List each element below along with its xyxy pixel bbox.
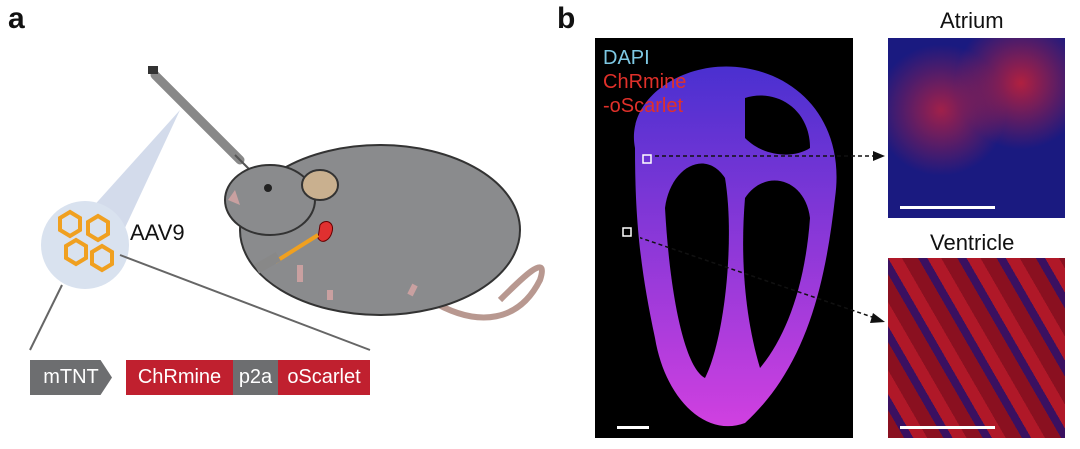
panel-a-label: a [8, 2, 25, 35]
ventricle-scale-bar [900, 426, 995, 429]
legend-oscarlet: -oScarlet [603, 95, 684, 117]
atrium-image [888, 38, 1065, 218]
panel-b-label: b [557, 2, 576, 35]
atrium-scale-bar [900, 206, 995, 209]
construct-mtnt: mTNT [30, 360, 112, 395]
legend-chrmine: ChRmine [603, 71, 687, 93]
ventricle-title: Ventricle [930, 230, 1015, 255]
scale-bar [617, 426, 649, 429]
inset-arrows [640, 151, 885, 323]
injection-illustration [29, 66, 545, 351]
mouse-illustration [224, 144, 545, 321]
atrium-title: Atrium [940, 8, 1004, 33]
construct-chrmine: ChRmine [126, 360, 233, 395]
aav9-label: AAV9 [130, 220, 185, 245]
syringe-icon [148, 66, 251, 171]
legend-dapi: DAPI [603, 47, 650, 69]
aav-particles [58, 209, 114, 273]
ventricle-image [888, 258, 1065, 438]
construct-oscarlet: oScarlet [278, 360, 370, 395]
construct-p2a: p2a [233, 360, 278, 395]
